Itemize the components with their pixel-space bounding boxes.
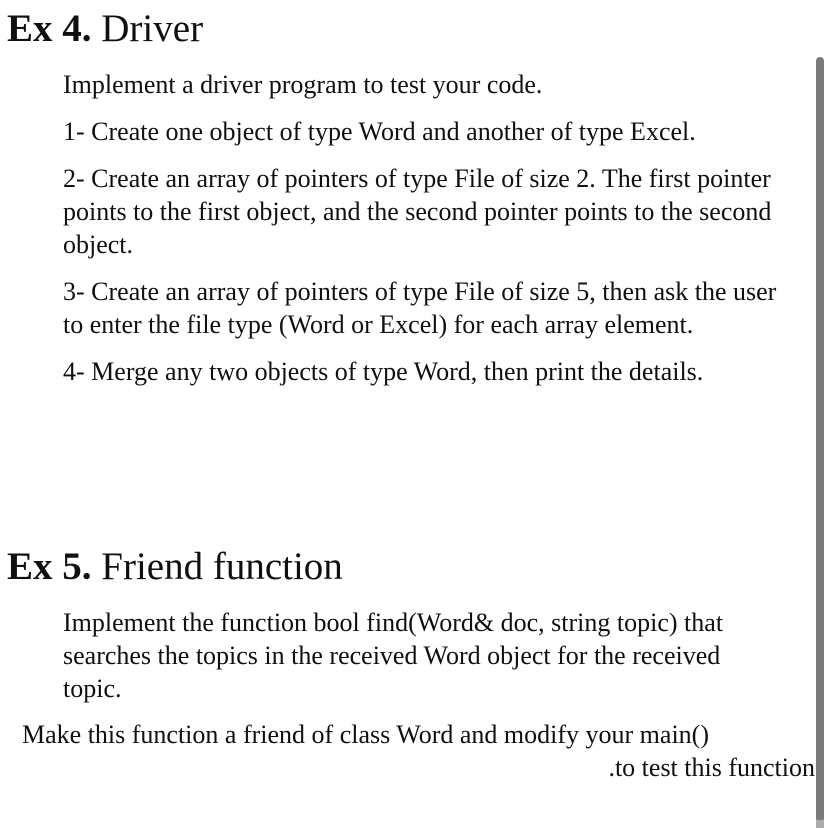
paragraph-step-3: 3- Create an array of pointers of type F…	[63, 277, 777, 339]
section-heading-ex4: Ex 4. Driver	[7, 0, 828, 52]
paragraph-friend-function: Implement the function bool find(Word& d…	[63, 608, 724, 703]
footer-line-make-friend: Make this function a friend of class Wor…	[22, 720, 709, 749]
paragraph-step-2: 2- Create an array of pointers of type F…	[63, 164, 772, 259]
heading-ex5-title: Friend function	[91, 545, 343, 588]
paragraph-step-4: 4- Merge any two objects of type Word, t…	[63, 357, 704, 386]
scrollbar-tail	[816, 820, 824, 828]
paragraph-intro-driver: Implement a driver program to test your …	[63, 70, 543, 99]
section-heading-ex5: Ex 5. Friend function	[7, 544, 828, 590]
scrollbar-thumb[interactable]	[816, 57, 824, 820]
heading-ex4-title: Driver	[91, 7, 204, 50]
paragraph-step-1: 1- Create one object of type Word and an…	[63, 117, 696, 146]
heading-ex5-number: Ex 5.	[7, 545, 92, 588]
heading-ex4-number: Ex 4.	[7, 7, 92, 50]
footer-line-test-function: .to test this function	[608, 753, 815, 782]
